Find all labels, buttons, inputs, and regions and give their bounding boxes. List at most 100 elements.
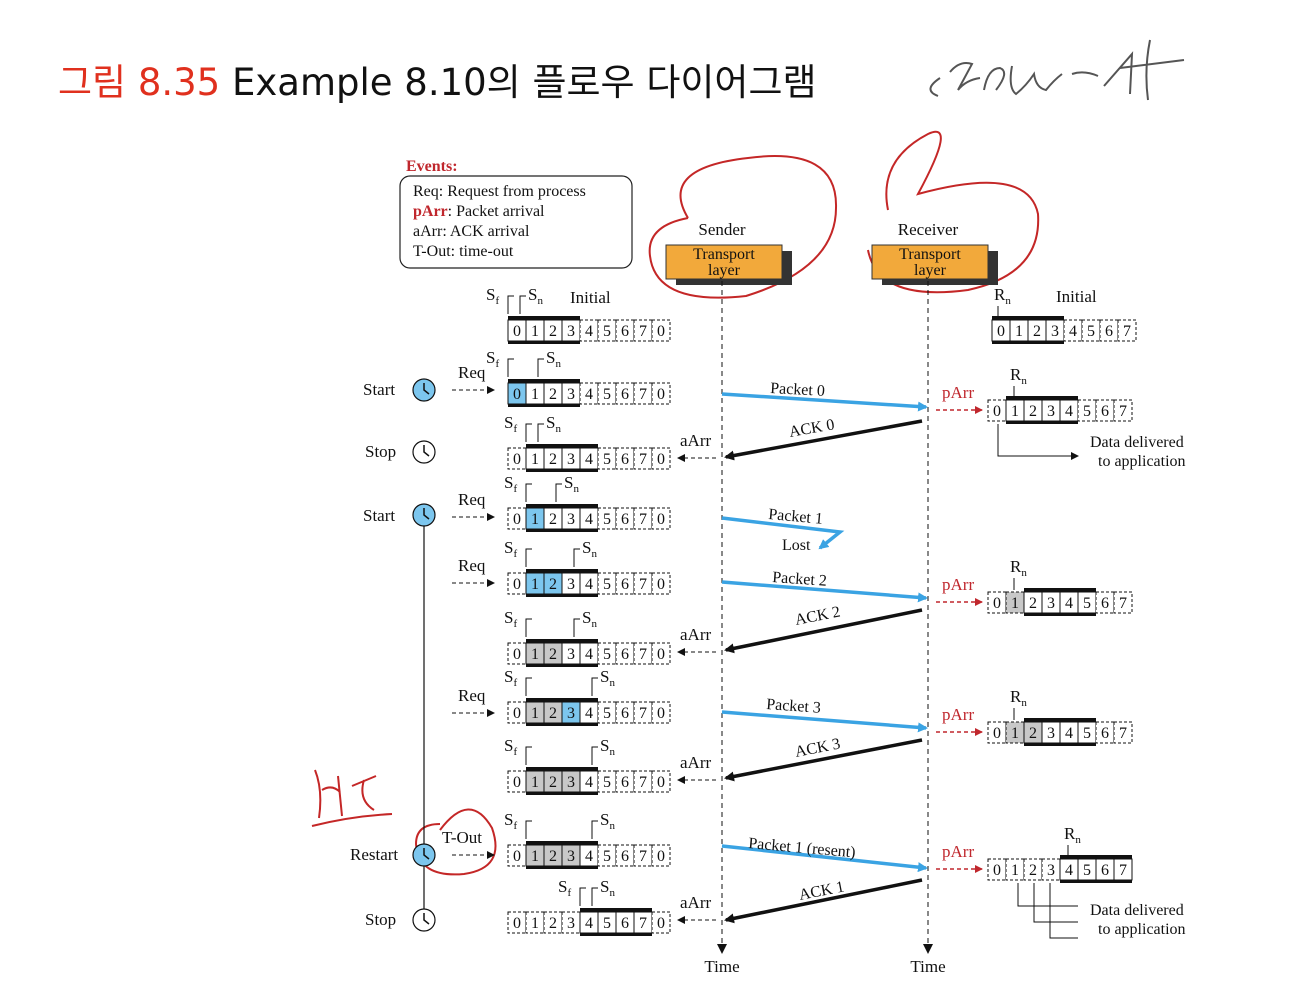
sender-window-8-bar	[526, 841, 598, 845]
receiver-window-4-num-0: 0	[993, 862, 1001, 879]
sender-pointers-6-sn: Sn	[600, 667, 615, 689]
sender-window-3-bar	[526, 504, 598, 508]
sender-pointers-6-sf-bracket	[525, 677, 532, 696]
sender-window-8-num-3: 3	[567, 848, 575, 865]
sender-window-4-num-3: 3	[567, 576, 575, 593]
sender-pointers-5-sf: Sf	[504, 608, 517, 630]
receiver-window-3-num-2: 2	[1029, 725, 1037, 742]
sender-window-7-num-6: 6	[621, 774, 629, 791]
figure-number: 그림 8.35	[58, 61, 221, 104]
sender-window-4-num-4: 4	[585, 576, 593, 593]
clock-start-1-hands	[423, 383, 430, 395]
event-label-1: Req	[458, 490, 486, 509]
sender-window-3-slot-8	[651, 507, 671, 530]
sender-window-3-num-8: 0	[657, 511, 665, 528]
clock-restart-hands	[423, 848, 430, 860]
sender-layer-line-2: layer	[708, 262, 741, 279]
sender-window-8-slot-7	[633, 844, 653, 867]
sender-window-9-num-1: 1	[531, 915, 539, 932]
sender-pointers-8-sn: Sn	[600, 810, 615, 832]
legend-item-t-out: T-Out: time-out	[413, 243, 514, 260]
sender-window-2-bar	[526, 444, 598, 448]
delivered-arrow-2	[1017, 883, 1078, 939]
sender-window-4-slot-0	[507, 572, 527, 595]
receiver-window-3-num-1: 1	[1011, 725, 1019, 742]
sender-window-9-slot-8	[651, 911, 671, 934]
event-label-0: Req	[458, 363, 486, 382]
sender-window-5-num-8: 0	[657, 646, 665, 663]
sender-window-6-num-6: 6	[621, 705, 629, 722]
aarr-label-3: aArr	[680, 893, 711, 912]
sender-window-5-num-4: 4	[585, 646, 593, 663]
sender-window-9-slot-3	[561, 911, 581, 934]
restart-label: Restart	[350, 845, 398, 864]
sender-window-2-num-6: 6	[621, 451, 629, 468]
sender-window-5-num-5: 5	[603, 646, 611, 663]
sender-window-9-num-3: 3	[567, 915, 575, 932]
circle-receiver	[867, 130, 1040, 294]
delivered-arrow-1	[997, 424, 1079, 460]
message-ack-2	[724, 608, 923, 654]
sender-pointers-2-sf-bracket	[525, 423, 532, 442]
sender-window-7-num-2: 2	[549, 774, 557, 791]
receiver-window-1-slot-6	[1095, 399, 1115, 422]
message-packet-1	[721, 516, 845, 550]
sender-window-1-num-4: 4	[585, 386, 593, 403]
sender-window-3-slot-7	[633, 507, 653, 530]
sender-window-2-num-8: 0	[657, 451, 665, 468]
sender-window-9-slot-2	[543, 911, 563, 934]
sender-window-7-slot-5	[597, 770, 617, 793]
receiver-window-2-num-5: 5	[1083, 595, 1091, 612]
sender-window-9-num-6: 6	[621, 915, 629, 932]
sender-window-5-num-2: 2	[549, 646, 557, 663]
sender-window-9-num-8: 0	[657, 915, 665, 932]
receiver-window-initial-slot-7	[1117, 319, 1137, 342]
receiver-window-2-slot-7	[1113, 591, 1133, 614]
sender-timeline-arrow	[717, 944, 727, 954]
sender-window-1-slot-6	[615, 382, 635, 405]
message-packet-3	[721, 710, 928, 733]
sender-transport-layer	[665, 244, 783, 280]
receiver-window-4-slot-0	[987, 858, 1007, 881]
sender-window-2-slot-0	[507, 447, 527, 470]
sender-window-2-num-2: 2	[549, 451, 557, 468]
message-packet-2-label: Packet 2	[772, 569, 828, 590]
sender-pointers-1-sf: Sf	[486, 348, 499, 370]
stop-label-1: Stop	[365, 442, 396, 461]
aarr-label-0: aArr	[680, 431, 711, 450]
sender-pointers-0-sf-bracket	[507, 295, 514, 314]
sender-pointers-4-sf-bracket	[525, 548, 532, 567]
sender-window-3-slot-5	[597, 507, 617, 530]
sender-window-4-bar-bottom	[526, 594, 598, 597]
sender-window-6-num-5: 5	[603, 705, 611, 722]
sender-pointers-1-sn-bracket	[537, 358, 544, 377]
sender-pointers-5-sn-bracket	[573, 618, 580, 637]
sender-window-9-num-4: 4	[585, 915, 593, 932]
receiver-window-1-rn: Rn	[1010, 365, 1027, 387]
sender-window-5-num-6: 6	[621, 646, 629, 663]
sender-pointers-3-sf: Sf	[504, 473, 517, 495]
sender-window-2-slot-8	[651, 447, 671, 470]
sender-window-7-bar	[526, 767, 598, 771]
sender-pointers-9-sf: Sf	[558, 877, 571, 899]
sender-pointers-5-sf-bracket	[525, 618, 532, 637]
receiver-window-initial-num-4: 4	[1069, 323, 1077, 340]
sender-pointers-2-sn: Sn	[546, 413, 561, 435]
receiver-window-1-num-1: 1	[1011, 403, 1019, 420]
sender-window-1-slot-8	[651, 382, 671, 405]
receiver-window-1-slot-5	[1077, 399, 1097, 422]
receiver-window-3-bar-bottom	[1024, 743, 1096, 746]
receiver-window-1-num-5: 5	[1083, 403, 1091, 420]
sender-window-2-num-7: 7	[639, 451, 647, 468]
sender-window-7-slot-8	[651, 770, 671, 793]
receiver-window-2-num-0: 0	[993, 595, 1001, 612]
sender-window-4-num-8: 0	[657, 576, 665, 593]
sender-time-label: Time	[704, 957, 739, 976]
sender-window-8-slot-8	[651, 844, 671, 867]
sender-window-1-num-7: 7	[639, 386, 647, 403]
sender-pointers-8-sf: Sf	[504, 810, 517, 832]
